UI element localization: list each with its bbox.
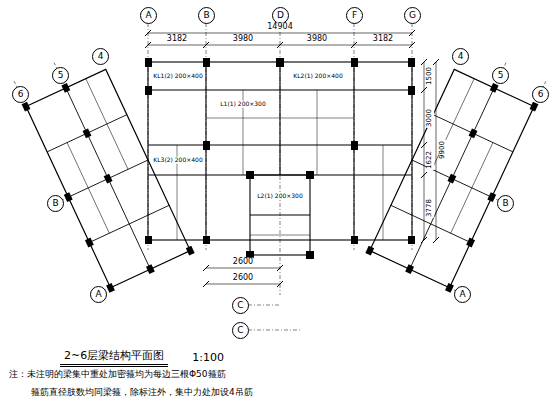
dimension: 1500 — [426, 66, 434, 86]
axis-bubble: C — [232, 297, 249, 314]
axis-bubble: B — [497, 195, 514, 212]
axis-label: 6 — [538, 90, 544, 99]
axis-label: 6 — [18, 90, 24, 99]
axis-bubble: A — [90, 286, 107, 303]
axis-bubble: 5 — [492, 67, 509, 84]
axis-bubble: B — [47, 195, 64, 212]
dimension: 14904 — [266, 23, 293, 32]
axis-label: 4 — [458, 52, 464, 61]
dimension: 3182 — [166, 35, 188, 44]
axis-label: B — [203, 11, 209, 20]
dimension: 2600 — [232, 258, 254, 267]
dimension: 3000 — [426, 108, 434, 128]
dimension: 1622 — [426, 150, 434, 170]
dimension: 3778 — [426, 198, 434, 218]
axis-bubble: G — [404, 7, 421, 24]
note-text: 箍筋直径肢数均同梁箍，除标注外，集中力处加设4吊筋 — [30, 388, 254, 398]
beam-label: L2(1) 200×300 — [256, 193, 304, 200]
axis-label: 5 — [58, 71, 64, 80]
axis-bubble: 5 — [52, 67, 69, 84]
axis-label: 5 — [498, 71, 504, 80]
axis-bubble: D — [272, 7, 289, 24]
axis-bubble: 6 — [532, 86, 549, 103]
dimension: 3980 — [306, 35, 328, 44]
axis-label: A — [95, 290, 101, 299]
axis-bubble: C — [232, 322, 249, 339]
axis-label: C — [237, 301, 243, 310]
dimension: 2600 — [232, 274, 254, 283]
dimension: 3182 — [372, 35, 394, 44]
axis-label: A — [459, 290, 465, 299]
axis-bubble: A — [454, 286, 471, 303]
note-text: 注：未注明的梁集中重处加密箍均为每边三根Φ50箍筋 — [8, 370, 227, 380]
axis-bubble: 6 — [12, 86, 29, 103]
axis-bubble: F — [346, 7, 363, 24]
axis-label: D — [277, 11, 284, 20]
axis-label: C — [237, 326, 243, 335]
axis-label: G — [409, 11, 416, 20]
axis-bubble: 4 — [452, 48, 469, 65]
beam-label: KL2(1) 200×400 — [292, 73, 343, 80]
axis-label: F — [352, 11, 357, 20]
beam-label: KL1(2) 200×400 — [152, 73, 203, 80]
axis-bubble: 4 — [92, 48, 109, 65]
axis-label: B — [502, 199, 508, 208]
axis-label: B — [52, 199, 58, 208]
dimension: 9900 — [439, 140, 447, 160]
drawing-title: 2~6层梁结构平面图 — [60, 348, 168, 367]
axis-label: A — [145, 11, 151, 20]
dimension: 3980 — [232, 35, 254, 44]
beam-label: KL3(2) 200×400 — [152, 157, 203, 164]
scale-label: 1:100 — [191, 351, 225, 363]
axis-bubble: B — [198, 7, 215, 24]
axis-label: 4 — [98, 52, 104, 61]
beam-label: L1(1) 200×300 — [219, 101, 267, 108]
axis-bubble: A — [140, 7, 157, 24]
